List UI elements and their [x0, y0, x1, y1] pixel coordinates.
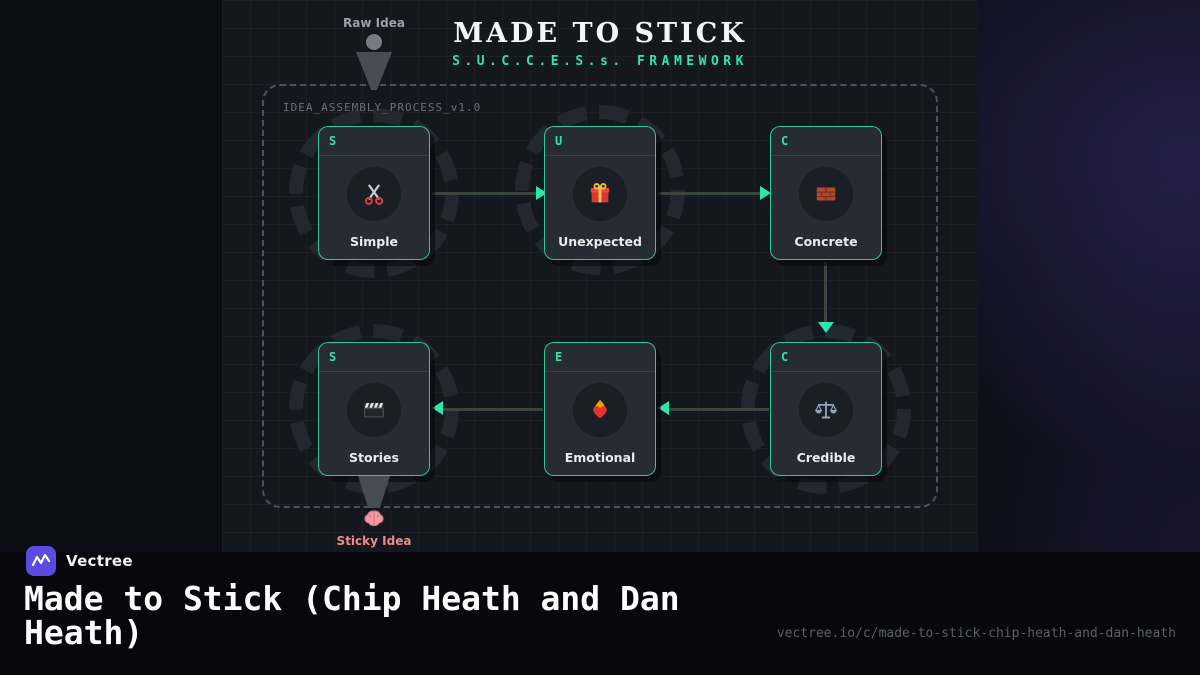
arrow-simple-to-unexpected: [432, 192, 536, 195]
card-letter: U: [555, 134, 563, 148]
card-credible: C Credible: [770, 342, 882, 476]
process-container: [262, 84, 938, 508]
card-divider: [545, 371, 655, 372]
arrowhead-down-icon: [818, 322, 834, 333]
card-label: Simple: [349, 234, 399, 249]
framework-subtitle: S.U.C.C.E.S.s. FRAMEWORK: [452, 54, 748, 69]
raw-idea-label: Raw Idea: [343, 16, 405, 30]
card-divider: [771, 155, 881, 156]
arrowhead-left-icon: [432, 401, 443, 415]
card-emotional: E Emotional: [544, 342, 656, 476]
card-unexpected: U Unexpected: [544, 126, 656, 260]
scissors-icon: [347, 167, 401, 221]
card-label: Emotional: [564, 450, 636, 465]
brain-icon: [360, 505, 388, 533]
arrow-concrete-to-credible: [824, 262, 827, 322]
arrow-emotional-to-stories: [443, 408, 543, 411]
card-label: Credible: [796, 450, 856, 465]
clapperboard-icon: [347, 383, 401, 437]
arrow-unexpected-to-concrete: [658, 192, 760, 195]
card-simple: S Simple: [318, 126, 430, 260]
vectree-logo[interactable]: [26, 546, 56, 576]
card-divider: [319, 155, 429, 156]
brand-name: Vectree: [66, 552, 133, 570]
sticky-idea-label: Sticky Idea: [336, 534, 412, 548]
card-label: Concrete: [794, 234, 858, 249]
card-letter: E: [555, 350, 563, 364]
card-label: Unexpected: [558, 234, 642, 249]
arrowhead-right-icon: [536, 186, 547, 200]
card-divider: [545, 155, 655, 156]
arrowhead-right-icon: [760, 186, 771, 200]
process-label: IDEA_ASSEMBLY_PROCESS_v1.0: [283, 101, 482, 114]
page-url-link[interactable]: vectree.io/c/made-to-stick-chip-heath-an…: [776, 626, 1176, 641]
raw-idea-ball: [366, 34, 382, 50]
book-title: Made to Stick (Chip Heath and Dan Heath): [24, 579, 680, 652]
card-divider: [771, 371, 881, 372]
page-title: MADE TO STICK: [453, 18, 747, 49]
heart-on-fire-icon: [573, 383, 627, 437]
brand-row: Vectree: [26, 546, 133, 576]
card-letter: C: [781, 350, 789, 364]
gift-icon: [573, 167, 627, 221]
card-letter: S: [329, 350, 337, 364]
card-letter: C: [781, 134, 789, 148]
card-label: Stories: [349, 450, 399, 465]
brick-icon: [799, 167, 853, 221]
card-divider: [319, 371, 429, 372]
footer-strip: [0, 552, 1200, 675]
card-concrete: C Concrete: [770, 126, 882, 260]
scales-icon: [799, 383, 853, 437]
arrow-credible-to-emotional: [669, 408, 769, 411]
card-letter: S: [329, 134, 337, 148]
card-stories: S Stories: [318, 342, 430, 476]
arrowhead-left-icon: [658, 401, 669, 415]
